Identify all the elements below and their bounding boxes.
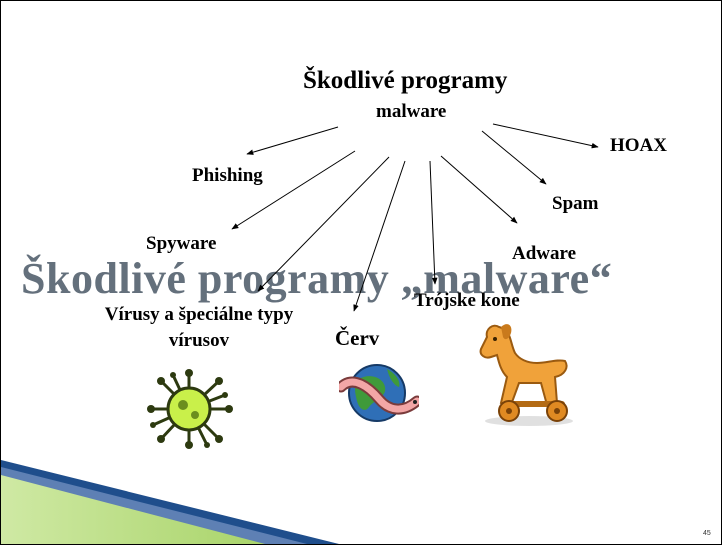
page-number: 45: [703, 530, 711, 537]
node-phishing: Phishing: [192, 165, 263, 186]
trojan-horse-icon: [479, 324, 573, 426]
worm-globe-icon: [339, 364, 419, 422]
node-adware: Adware: [512, 243, 577, 264]
diagram-center-title: Škodlivé programy: [303, 67, 508, 94]
virus-icon: [147, 369, 233, 449]
node-trojan: Trójske kone: [414, 290, 520, 311]
node-virus: Vírusy a špeciálne typy vírusov: [104, 304, 294, 351]
node-hoax: HOAX: [610, 135, 667, 156]
node-spyware: Spyware: [146, 233, 217, 254]
diagram-center-subtitle: malware: [376, 101, 447, 122]
node-worm: Červ: [335, 326, 380, 350]
node-spam: Spam: [552, 193, 599, 214]
